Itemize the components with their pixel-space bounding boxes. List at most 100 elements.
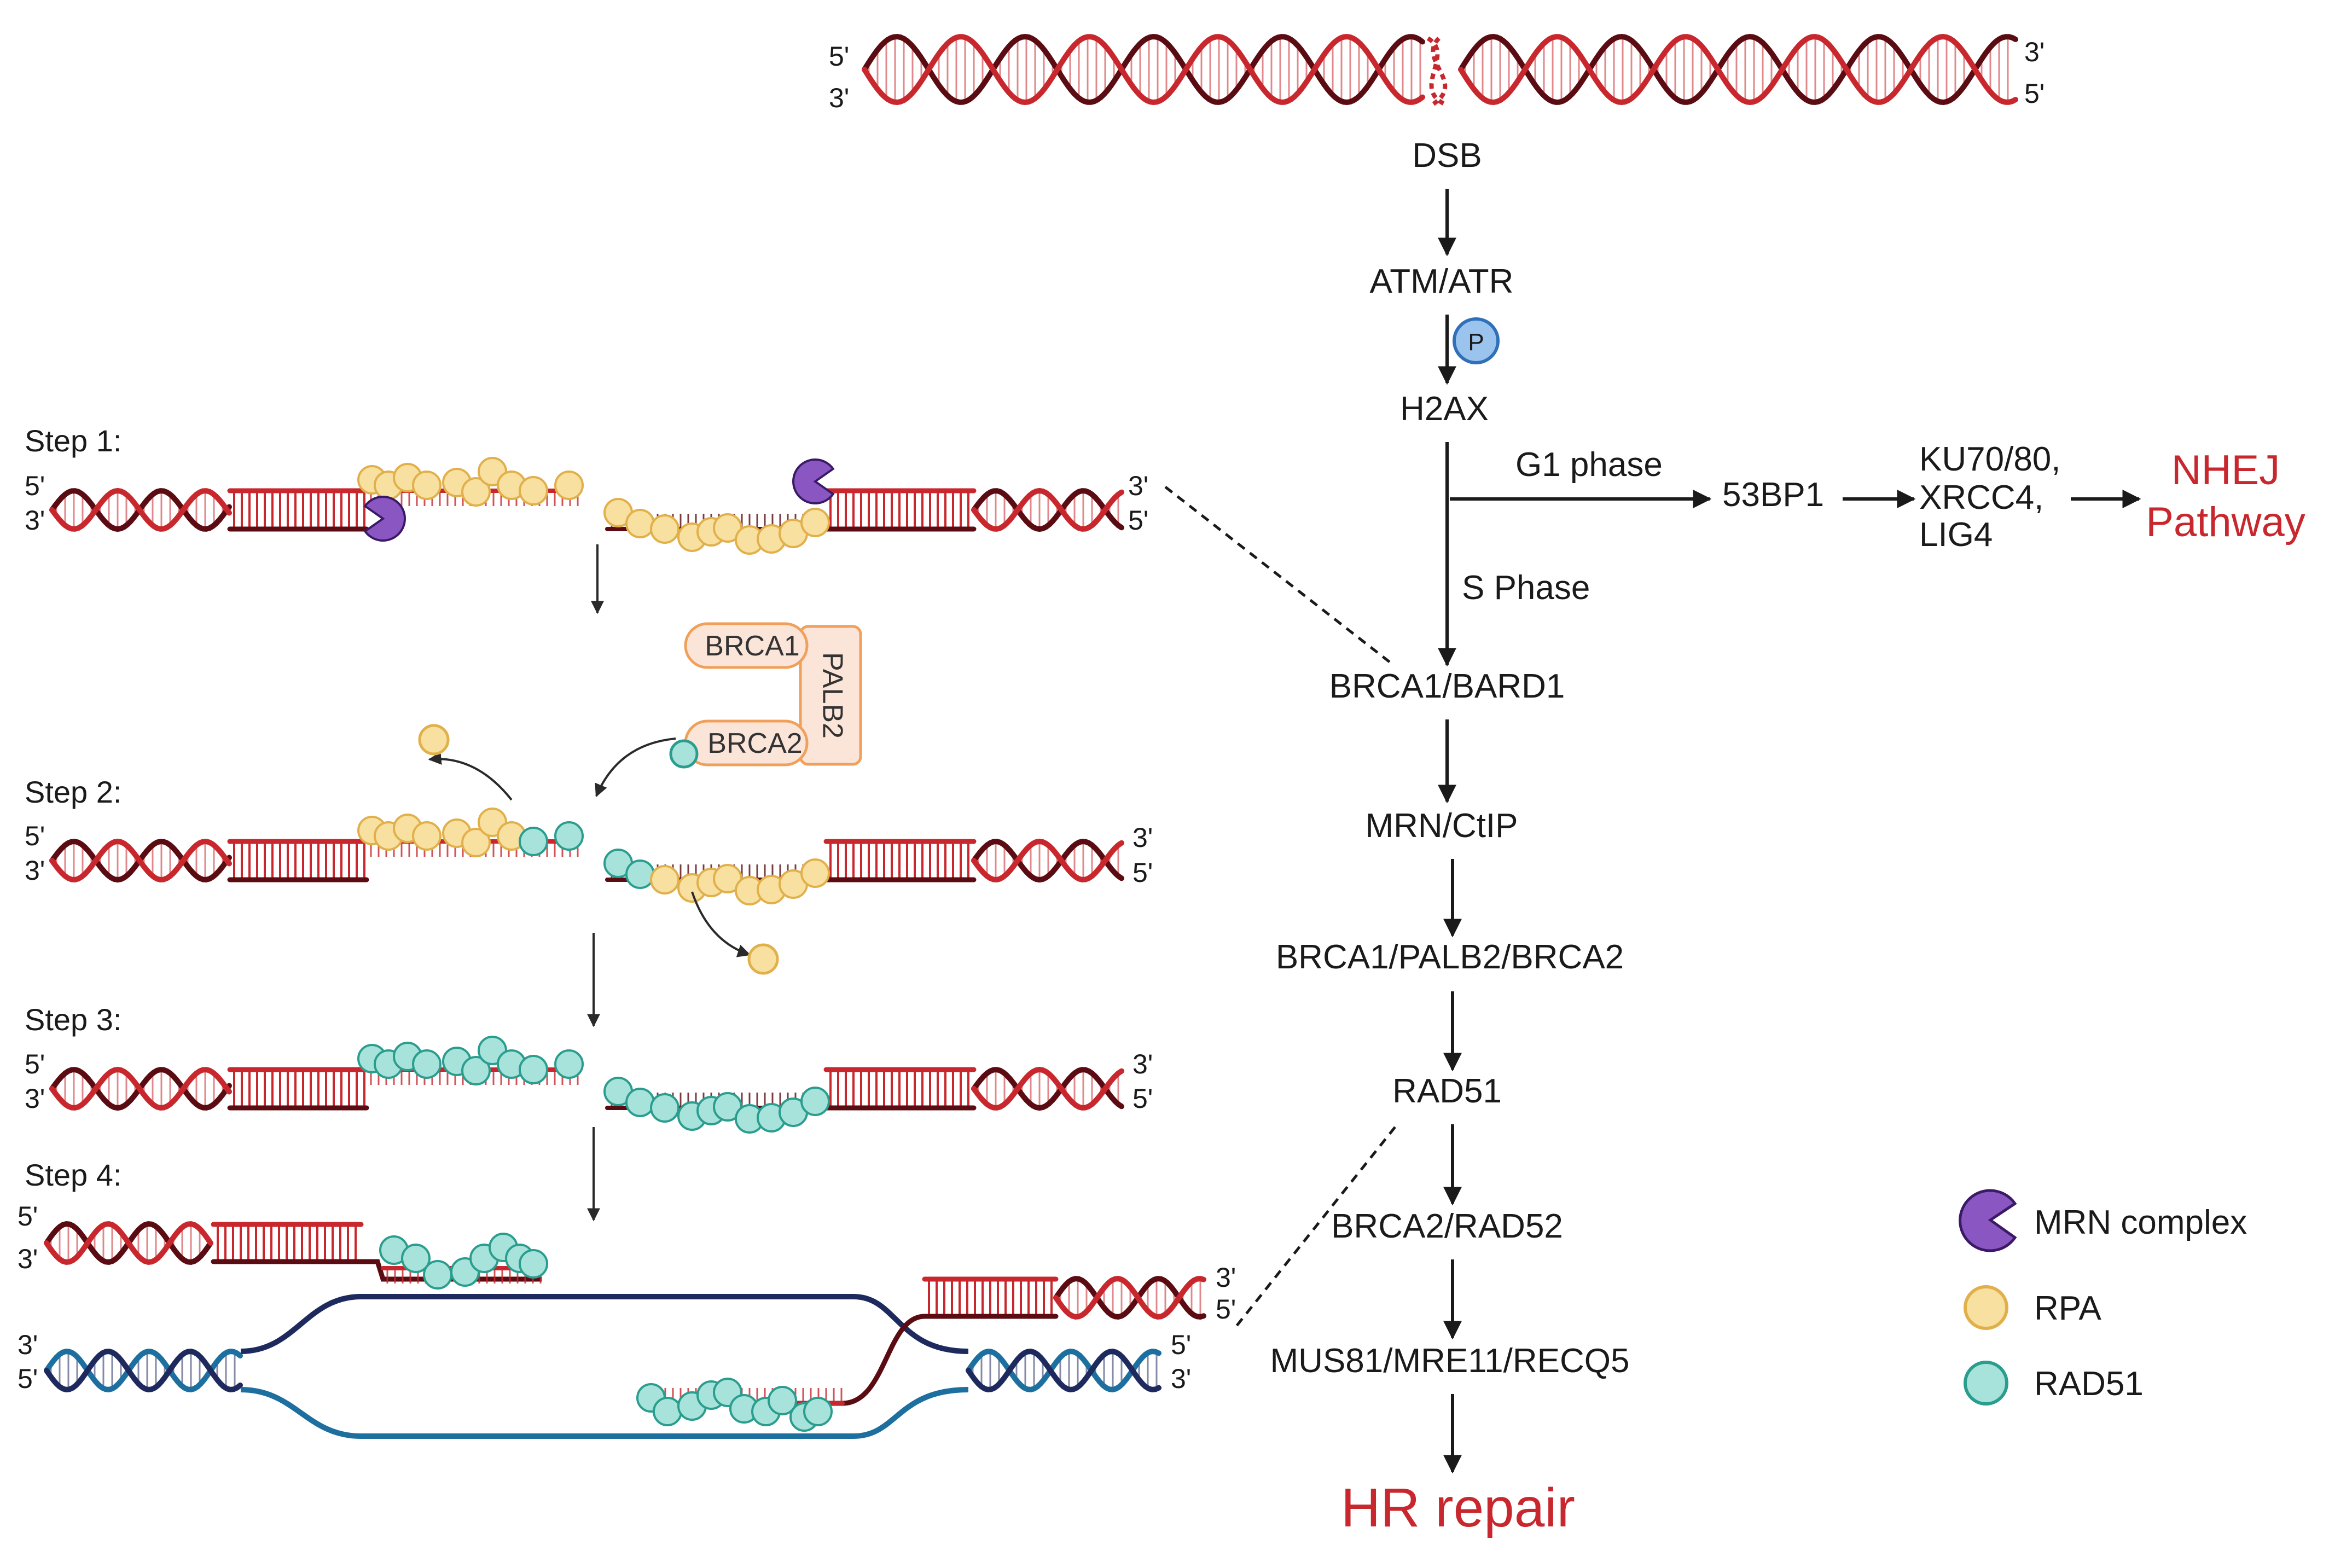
dsb-label: DSB [1412, 137, 1482, 175]
top-left-5prime: 5' [829, 41, 849, 72]
dashed-connector-step1 [1164, 486, 1391, 663]
brca1-box [684, 622, 809, 669]
s4-invading-ladder [922, 1276, 1059, 1319]
s1-left-helix-strand-a [49, 487, 232, 532]
s3-left-helix [49, 1066, 232, 1111]
s2-left-ladder [227, 839, 369, 882]
s3-right-5prime: 5' [1132, 1083, 1153, 1114]
legend-mrn-icon [1959, 1189, 2017, 1252]
dsb-break-site [1426, 36, 1448, 106]
top-dsb-helix-left [862, 33, 1425, 106]
legend-rad51-label: RAD51 [2034, 1365, 2144, 1403]
s3-protein-top-9 [554, 1049, 584, 1079]
palb2-text: PALB2 [816, 652, 848, 739]
s4-top-rad51-1 [401, 1244, 431, 1273]
s4-template-helix-left-strand-a [44, 1349, 243, 1392]
s3-left-helix-strand-a [49, 1066, 232, 1111]
s3-protein-top-8 [519, 1055, 548, 1084]
s2-left-3prime: 3' [25, 855, 45, 886]
top-right-5prime: 5' [2024, 78, 2045, 109]
s3-right-3prime: 3' [1132, 1049, 1153, 1079]
mus81-mre11-recq5-label: MUS81/MRE11/RECQ5 [1270, 1342, 1630, 1380]
s4-dloop-top-strand [240, 1294, 969, 1354]
s1-right-ladder [823, 488, 977, 532]
phosphate-icon: P [1453, 317, 1500, 364]
nhej-factor-xrcc4: XRCC4, [1919, 479, 2043, 516]
s4-top-5prime: 5' [18, 1201, 38, 1232]
top-dsb-helix-left-strand-a [862, 33, 1425, 106]
rpa-release-arrow-up [428, 752, 513, 801]
s2-right-3prime: 3' [1132, 822, 1153, 853]
s1-protein-top-3 [412, 471, 442, 500]
brca1-text: BRCA1 [705, 630, 799, 662]
rad51-carried-icon [669, 739, 699, 769]
s2-left-5prime: 5' [25, 821, 45, 851]
s4-template-5prime: 5' [18, 1363, 38, 1394]
s4-invading-helix-strand-a [1053, 1276, 1206, 1320]
rad51-label: RAD51 [1392, 1072, 1502, 1110]
s4-top-helix-strand-a [44, 1221, 213, 1265]
s4-invading-5prime: 5' [1216, 1294, 1236, 1325]
s2-right-helix [971, 838, 1124, 883]
s1-left-helix [49, 487, 232, 532]
s4-top-3prime: 3' [18, 1244, 38, 1274]
signaling-pathway: DSB ATM/ATR P H2AX G1 phase 53BP1 KU70/8… [1270, 137, 2305, 1538]
nhej-factor-ku: KU70/80, [1919, 440, 2061, 478]
step-3-label: Step 3: [25, 1002, 121, 1037]
released-rpa-bottom [747, 943, 779, 975]
s4-template-helix-left [44, 1349, 243, 1392]
s1-right-helix-strand-b [971, 488, 1124, 532]
s2-protein-top-3 [412, 821, 442, 851]
s4-top-rad51-2 [423, 1260, 452, 1290]
s3-protein-bottom-1 [625, 1088, 655, 1117]
top-dna-end-labels: 5' 3' 3' 5' [829, 37, 2045, 113]
mrn-ctip-label: MRN/CtIP [1366, 807, 1518, 845]
s2-right-helix-strand-b [971, 839, 1124, 883]
s2-left-helix-strand-a [49, 838, 232, 882]
brca1-bard1-label: BRCA1/BARD1 [1329, 667, 1565, 705]
legend-rpa-icon [1964, 1285, 2008, 1330]
top-right-3prime: 3' [2024, 37, 2045, 67]
brca1-palb2-brca2-label: BRCA1/PALB2/BRCA2 [1276, 938, 1624, 976]
s4-invading-strand [646, 1314, 925, 1406]
nhej-subtitle: Pathway [2146, 499, 2305, 545]
s4-top-helix [44, 1221, 213, 1265]
s4-template-right-3prime: 3' [1171, 1363, 1191, 1394]
53bp1-label: 53BP1 [1722, 476, 1824, 514]
s1-mrn-right [792, 458, 835, 504]
s1-left-5prime: 5' [25, 471, 45, 501]
dna-layer [44, 33, 2018, 1439]
g1-phase-label: G1 phase [1515, 446, 1663, 484]
brca2-rad52-label: BRCA2/RAD52 [1331, 1207, 1563, 1245]
s3-right-helix-strand-b [971, 1067, 1124, 1111]
s4-dloop-rad51-7 [768, 1386, 797, 1415]
s2-right-helix-strand-a [971, 838, 1124, 882]
legend: MRN complex RPA RAD51 [1959, 1189, 2247, 1406]
s1-right-helix [971, 487, 1124, 532]
s2-protein-bottom-2 [650, 865, 679, 895]
step-labels: Step 1: Step 2: Step 3: Step 4: [25, 423, 121, 1192]
step-2-label: Step 2: [25, 775, 121, 809]
s2-right-5prime: 5' [1132, 857, 1153, 888]
s1-protein-top-9 [554, 471, 584, 500]
step-end-labels: 5' 3' 3' 5' 5' 3' 3' 5' 5' 3' 3' 5' 5' 3… [18, 471, 1236, 1394]
s3-right-ladder [823, 1067, 977, 1111]
s1-right-5prime: 5' [1128, 505, 1148, 536]
rad51-loading-arrow [595, 737, 676, 798]
s3-protein-bottom-2 [650, 1093, 679, 1123]
s1-left-3prime: 3' [25, 505, 45, 536]
s3-left-5prime: 5' [25, 1049, 45, 1079]
top-dsb-helix-right-strand-a [1458, 33, 2018, 106]
s1-protein-bottom-9 [800, 508, 830, 537]
s4-template-helix-left-strand-b [44, 1349, 243, 1392]
s4-dloop-rad51-1 [653, 1397, 682, 1426]
s1-right-helix-strand-a [971, 487, 1124, 532]
s1-right-3prime: 3' [1128, 471, 1148, 501]
s4-template-helix-right-strand-b [966, 1349, 1161, 1392]
legend-rad51-icon [1964, 1361, 2008, 1406]
s3-left-ladder [227, 1067, 369, 1111]
top-dsb-helix-left-strand-b [862, 33, 1425, 106]
legend-rpa-label: RPA [2034, 1290, 2102, 1327]
s4-template-helix-right-strand-a [966, 1349, 1161, 1392]
